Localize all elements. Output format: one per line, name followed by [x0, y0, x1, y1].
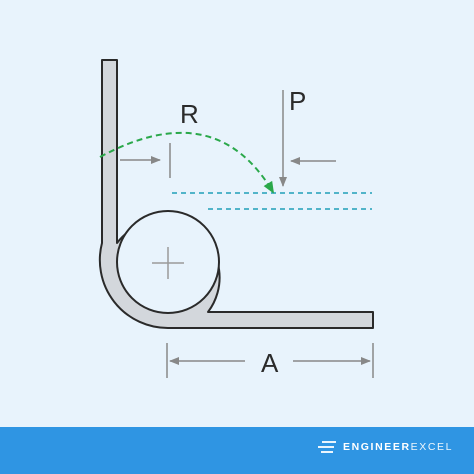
footer-bar: ENGINEEREXCEL	[0, 427, 474, 474]
rotation-arc-arrow	[99, 131, 275, 194]
brand-logo[interactable]: ENGINEEREXCEL	[318, 440, 453, 454]
radius-label: R	[180, 99, 199, 129]
load-label: P	[289, 86, 307, 116]
brand-name: ENGINEEREXCEL	[343, 441, 454, 453]
arm-length-label: A	[261, 348, 279, 378]
speed-lines-logo-icon	[318, 441, 336, 453]
